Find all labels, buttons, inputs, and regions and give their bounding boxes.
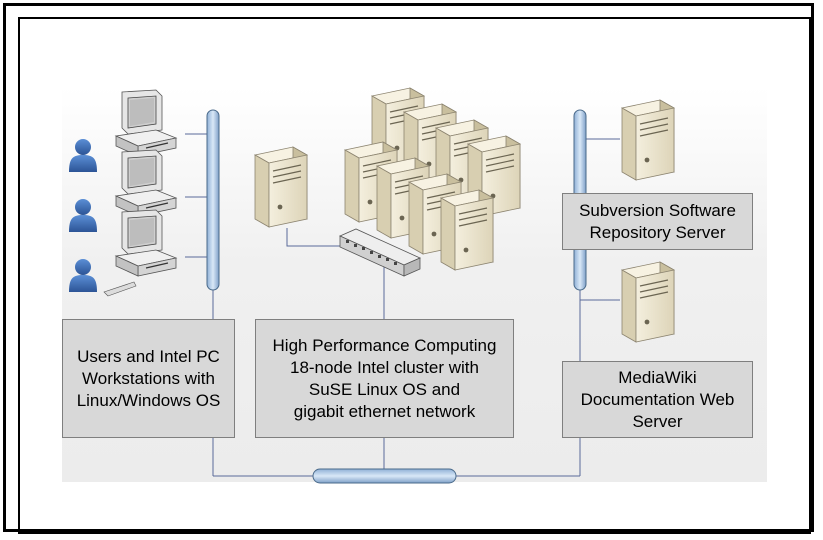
left-network-bus (206, 109, 220, 291)
workstation-icon (115, 209, 177, 277)
network-switch-icon (339, 228, 421, 277)
user-icon (69, 139, 97, 172)
user-icon (69, 199, 97, 232)
bottom-network-bus (312, 468, 457, 484)
cluster-node-icon (440, 189, 494, 271)
workstation-icon (115, 89, 177, 157)
wiki-server-icon (621, 261, 675, 343)
wiki-server-label: MediaWiki Documentation Web Server (562, 361, 753, 438)
inner-frame (18, 17, 811, 534)
server-icon (254, 146, 308, 228)
hpc-cluster-label: High Performance Computing 18-node Intel… (255, 319, 514, 438)
svn-server-label: Subversion Software Repository Server (562, 193, 753, 250)
keyboard-icon (103, 281, 137, 297)
user-icon (69, 259, 97, 292)
workstation-icon (115, 149, 177, 217)
users-workstations-label: Users and Intel PC Workstations with Lin… (62, 319, 235, 438)
svn-server-icon (621, 99, 675, 181)
